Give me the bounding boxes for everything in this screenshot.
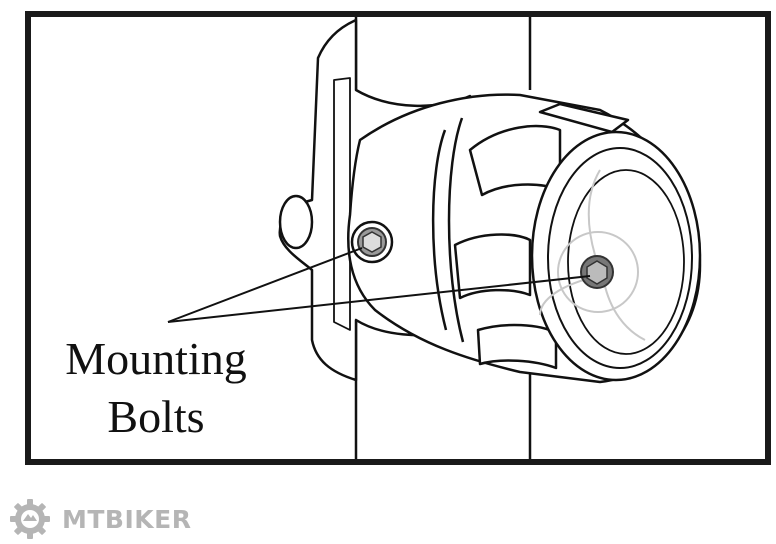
- gear-logo-icon: [10, 499, 50, 539]
- cylinder-end-face: [530, 130, 702, 382]
- brand-watermark: MTBIKER: [8, 494, 192, 544]
- callout-pointer-lines: [167, 247, 591, 323]
- callout-label-line2: Bolts: [107, 391, 204, 442]
- end-bolt: [580, 255, 614, 289]
- brand-name: MTBIKER: [62, 504, 192, 534]
- bracket-bolt: [350, 220, 394, 264]
- callout-label-line1: Mounting: [65, 333, 246, 384]
